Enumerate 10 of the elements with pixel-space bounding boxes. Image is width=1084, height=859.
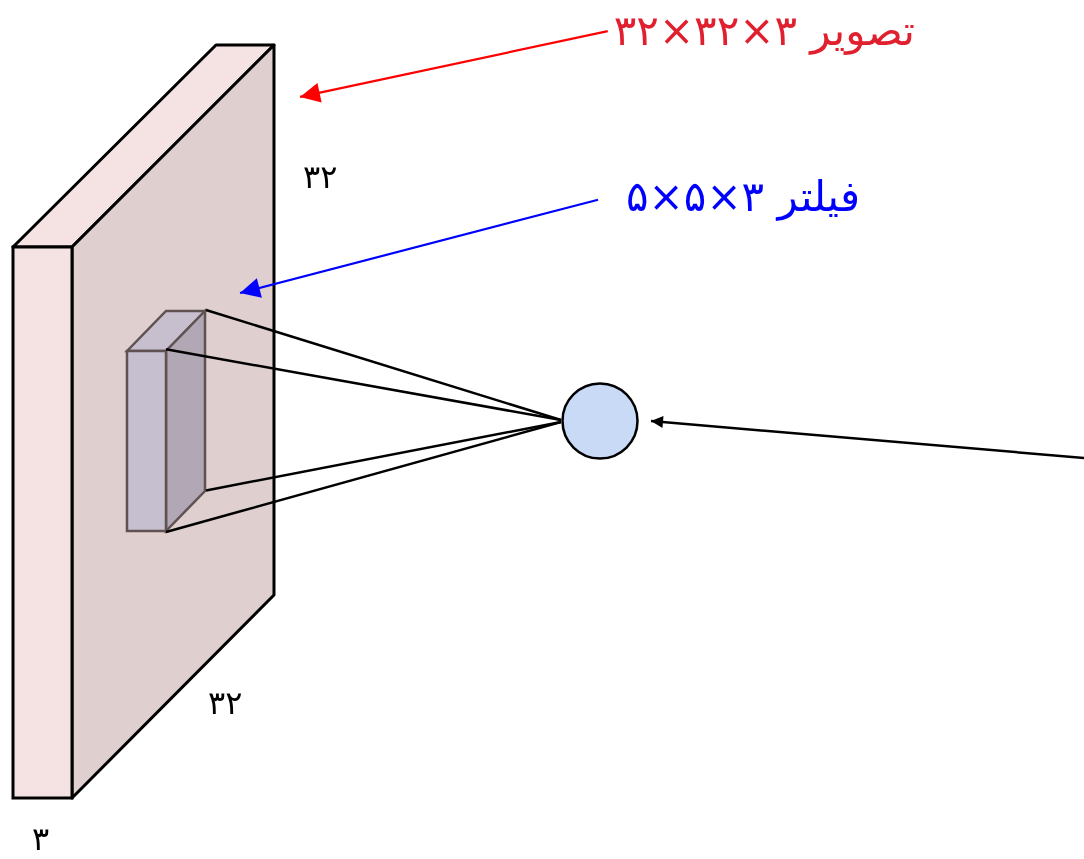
dimension-label: ۳۲ (303, 160, 338, 196)
arrow (650, 416, 1084, 460)
connector-line (165, 420, 562, 534)
filter-caption: فیلتر ۳×۵×۵ (626, 172, 860, 223)
dimension-label: ۳ (32, 822, 50, 858)
arrow (299, 30, 608, 103)
arrow (239, 198, 599, 298)
connector-line (165, 348, 562, 422)
dimension-label: ۳۲ (208, 686, 243, 722)
image-caption: تصویر ۳×۳۲×۳۲ (613, 6, 915, 57)
